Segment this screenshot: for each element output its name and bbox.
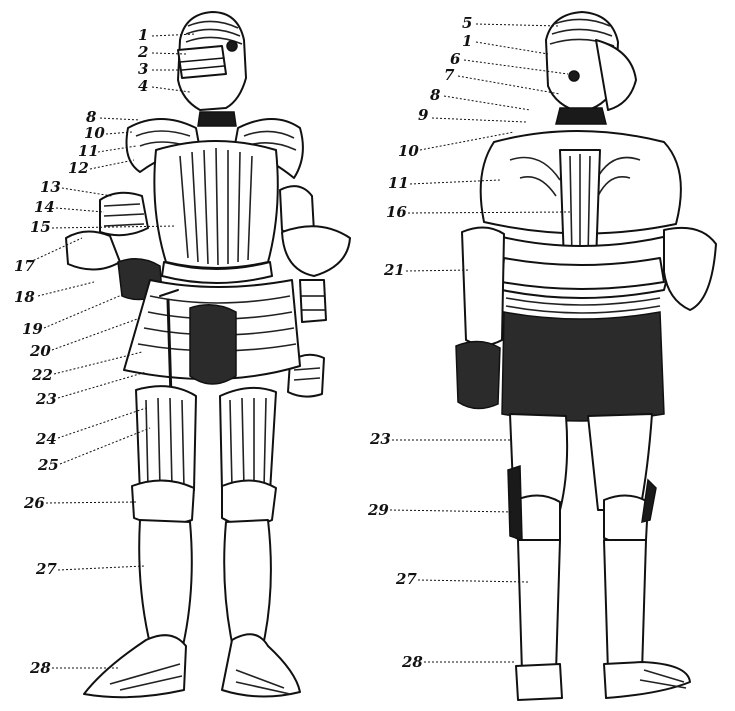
label-back-7: 7 xyxy=(444,66,455,84)
leader-front-19 xyxy=(44,294,124,328)
label-front-22: 22 xyxy=(31,366,53,384)
leader-front-26 xyxy=(46,502,136,503)
leader-front-23 xyxy=(58,372,146,398)
leader-back-27 xyxy=(418,580,528,582)
label-front-27: 27 xyxy=(35,560,57,578)
leader-back-29 xyxy=(390,510,514,512)
leader-front-13 xyxy=(62,188,112,196)
label-front-12: 12 xyxy=(68,159,89,177)
label-front-15: 15 xyxy=(30,218,51,236)
leader-back-7 xyxy=(458,76,560,94)
label-front-14: 14 xyxy=(34,198,55,216)
label-back-21: 21 xyxy=(383,261,405,279)
label-front-4: 4 xyxy=(138,77,148,95)
label-front-3: 3 xyxy=(138,60,148,78)
leader-front-14 xyxy=(56,208,104,212)
label-back-5: 5 xyxy=(462,14,472,32)
label-back-8: 8 xyxy=(430,86,441,104)
label-back-29: 29 xyxy=(367,501,389,519)
front-armour-figure xyxy=(66,12,350,697)
label-front-17: 17 xyxy=(14,257,35,275)
label-front-25: 25 xyxy=(37,456,59,474)
label-front-24: 24 xyxy=(35,430,57,448)
leader-back-21 xyxy=(406,270,470,271)
label-front-10: 10 xyxy=(84,124,105,142)
label-front-23: 23 xyxy=(35,390,57,408)
label-front-20: 20 xyxy=(29,342,51,360)
label-front-1: 1 xyxy=(138,26,148,44)
leader-front-25 xyxy=(60,428,150,464)
leader-front-20 xyxy=(52,318,140,350)
label-back-1: 1 xyxy=(462,32,472,50)
label-front-2: 2 xyxy=(137,43,148,61)
label-back-9: 9 xyxy=(418,106,429,124)
label-front-11: 11 xyxy=(78,142,99,160)
label-back-23: 23 xyxy=(369,430,391,448)
leader-front-24 xyxy=(58,408,146,438)
label-back-27: 27 xyxy=(395,570,417,588)
leader-front-18 xyxy=(38,282,94,296)
leader-back-1 xyxy=(476,42,548,54)
label-front-26: 26 xyxy=(23,494,45,512)
leader-back-9 xyxy=(432,118,526,122)
label-back-16: 16 xyxy=(386,203,407,221)
leader-back-5 xyxy=(476,24,560,26)
label-front-19: 19 xyxy=(22,320,43,338)
label-back-28: 28 xyxy=(401,653,423,671)
label-back-10: 10 xyxy=(398,142,419,160)
leader-back-8 xyxy=(444,96,530,110)
label-front-13: 13 xyxy=(40,178,61,196)
leader-front-12 xyxy=(90,160,134,169)
label-front-28: 28 xyxy=(29,659,51,677)
back-armour-figure xyxy=(456,12,716,700)
leader-front-27 xyxy=(58,566,144,570)
leader-front-8 xyxy=(100,118,140,120)
label-back-11: 11 xyxy=(388,174,409,192)
label-front-18: 18 xyxy=(14,288,35,306)
